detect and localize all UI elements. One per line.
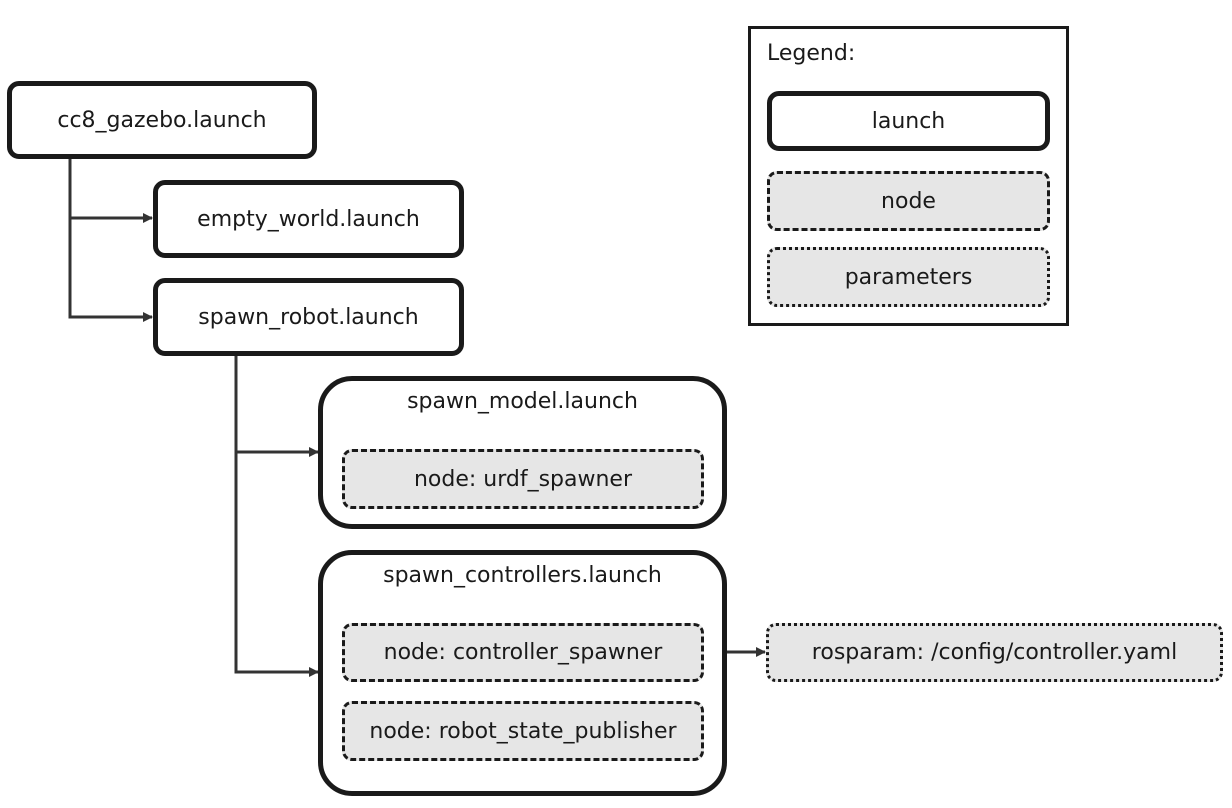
legend-node-sample: node	[767, 171, 1050, 231]
connector-cc8-to-spawn-robot	[68, 218, 153, 322]
node-controller-spawner-label: node: controller_spawner	[383, 640, 663, 665]
legend: Legend: launch node parameters	[748, 26, 1069, 326]
connector-spawn-robot-to-spawn-controllers	[234, 452, 319, 677]
launch-spawn-robot: spawn_robot.launch	[153, 278, 464, 356]
legend-parameters-label: parameters	[844, 264, 973, 290]
launch-spawn-model-title: spawn_model.launch	[407, 389, 638, 414]
node-urdf-spawner-label: node: urdf_spawner	[413, 466, 633, 492]
legend-title: Legend:	[767, 41, 856, 66]
launch-spawn-robot-label: spawn_robot.launch	[198, 304, 419, 330]
launch-empty-world: empty_world.launch	[153, 180, 464, 258]
node-controller-spawner: node: controller_spawner	[342, 623, 704, 682]
node-robot-state-publisher-label: node: robot_state_publisher	[369, 718, 677, 744]
launch-cc8-gazebo-label: cc8_gazebo.launch	[57, 107, 267, 133]
legend-parameters-sample: parameters	[767, 247, 1050, 307]
node-robot-state-publisher: node: robot_state_publisher	[342, 701, 704, 761]
launch-empty-world-label: empty_world.launch	[197, 206, 420, 232]
launch-cc8-gazebo: cc8_gazebo.launch	[7, 81, 317, 159]
launch-spawn-controllers-title: spawn_controllers.launch	[383, 563, 662, 588]
connector-spawn-robot-to-spawn-model	[234, 354, 319, 457]
legend-launch-sample: launch	[767, 91, 1050, 151]
legend-node-label: node	[881, 188, 936, 214]
param-controller-yaml-label: rosparam: /config/controller.yaml	[811, 640, 1178, 665]
param-controller-yaml: rosparam: /config/controller.yaml	[766, 623, 1223, 682]
connector-cc8-to-empty-world	[68, 157, 153, 223]
node-urdf-spawner: node: urdf_spawner	[342, 449, 704, 509]
legend-launch-label: launch	[871, 108, 946, 134]
